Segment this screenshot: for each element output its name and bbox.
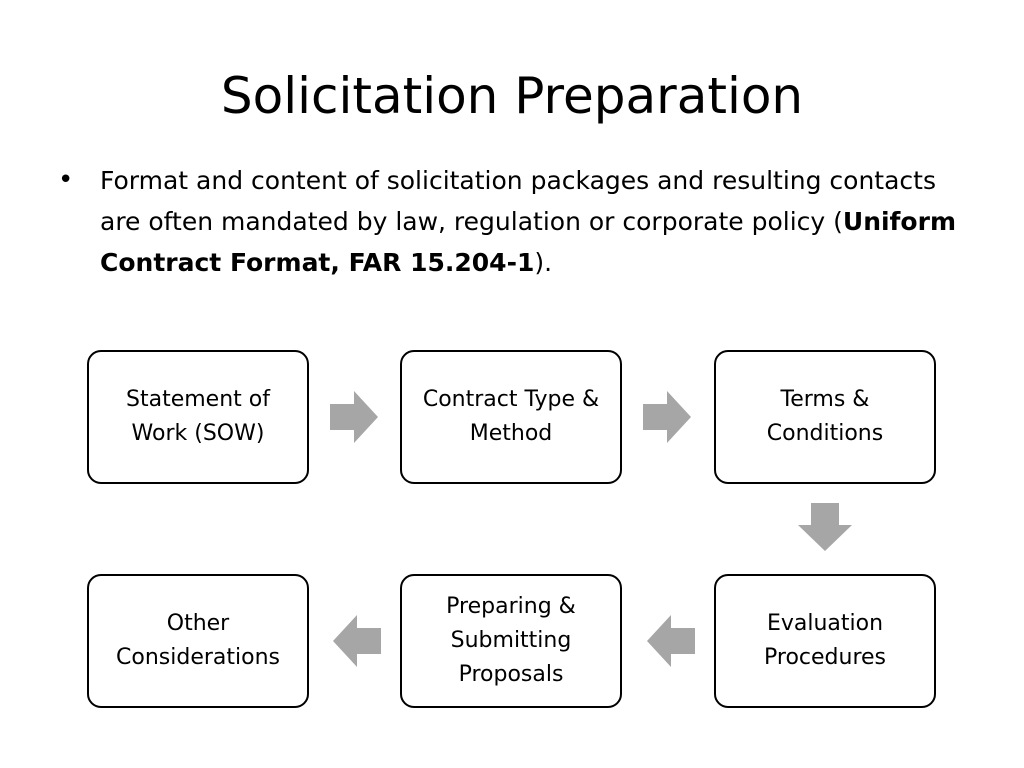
bullet-item: Format and content of solicitation packa… [100, 160, 960, 283]
flow-step-label: Preparing & Submitting Proposals [446, 594, 576, 687]
flow-step-label: Terms & Conditions [766, 387, 884, 446]
bullet-text-bold: Uniform Contract Format, FAR 15.204-1 [100, 207, 956, 277]
flow-step-statement-of-work: Statement of Work (SOW) [87, 350, 309, 484]
arrow-right-icon [330, 391, 378, 443]
flow-step-label: Contract Type & Method [422, 387, 600, 446]
flow-step-contract-type: Contract Type & Method [400, 350, 622, 484]
flow-step-label: Statement of Work (SOW) [126, 387, 270, 446]
flow-step-label: Other Considerations [116, 611, 280, 670]
bullet-text-end: ). [534, 248, 553, 277]
flow-step-terms-conditions: Terms & Conditions [714, 350, 936, 484]
flow-step-label: Evaluation Procedures [764, 611, 886, 670]
flow-step-other-considerations: Other Considerations [87, 574, 309, 708]
arrow-right-icon [643, 391, 691, 443]
flow-step-preparing-proposals: Preparing & Submitting Proposals [400, 574, 622, 708]
arrow-down-icon [798, 503, 852, 551]
slide-title: Solicitation Preparation [220, 67, 804, 125]
bullet-dot-icon: • [58, 165, 74, 195]
arrow-left-icon [333, 615, 381, 667]
bullet-text-start: Format and content of solicitation packa… [100, 166, 936, 236]
flow-step-evaluation-procedures: Evaluation Procedures [714, 574, 936, 708]
arrow-left-icon [647, 615, 695, 667]
